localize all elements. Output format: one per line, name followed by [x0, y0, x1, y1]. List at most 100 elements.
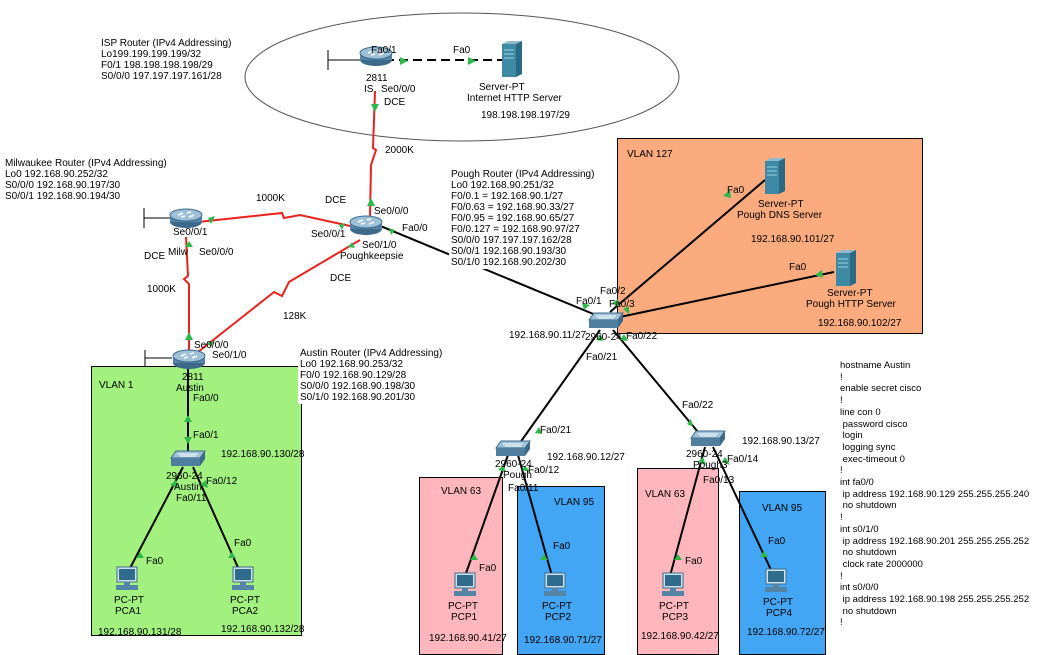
pcp3-type: PC-PT	[659, 601, 689, 612]
link-switch-http	[614, 271, 835, 319]
speed-label: 128K	[283, 311, 307, 322]
isp-router-icon[interactable]	[359, 45, 393, 67]
vlan95-label-left: VLAN 95	[554, 497, 595, 508]
pough1-switch-ip: 192.168.90.12/27	[547, 452, 625, 463]
isp-info-line: F0/1 198.198.198.198/29	[101, 60, 213, 71]
pough-switch-icon[interactable]	[588, 312, 624, 330]
config-line: exec-timeout 0	[840, 453, 905, 465]
link-milwaukee-pough	[197, 211, 351, 227]
config-line: int fa0/0	[840, 477, 874, 489]
http-server-type: Server-PT	[827, 288, 873, 299]
pcp2-pc-icon[interactable]	[542, 572, 568, 598]
dce-label: DCE	[325, 195, 347, 206]
config-line: ip address 192.168.90.198 255.255.255.25…	[840, 594, 1030, 606]
config-line: enable secret cisco	[840, 383, 922, 395]
internet-server-name: Internet HTTP Server	[467, 93, 562, 104]
link-p1-pcp1	[464, 454, 509, 577]
pcp3-pc-icon[interactable]	[660, 572, 686, 598]
config-line: !	[840, 395, 843, 407]
isp-router-name: IS	[364, 84, 374, 95]
pca2-pc-icon[interactable]	[230, 566, 256, 592]
vlan95-zone-left	[517, 486, 605, 655]
link-p1-pcp2	[517, 454, 553, 577]
austin-config-text: hostname Austin!enable secret cisco!line…	[840, 360, 1045, 630]
port-label: Fa0/13	[703, 475, 735, 486]
austin-switch-icon[interactable]	[170, 450, 206, 468]
http-server-icon[interactable]	[834, 249, 858, 287]
port-label: Se0/1/0	[362, 240, 397, 251]
port-label: Fa0/22	[682, 400, 714, 411]
austin-router-name: Austin	[176, 383, 204, 394]
pcp4-pc-icon[interactable]	[763, 568, 789, 594]
vlan63-label-left: VLAN 63	[441, 486, 482, 497]
link-p3-pcp3	[669, 446, 706, 577]
port-label: Fa0/0	[402, 223, 428, 234]
pough3-switch-name: Pough3	[693, 460, 728, 471]
link-switch-pough1	[516, 329, 601, 448]
austin-router-icon[interactable]	[172, 348, 206, 370]
port-label: Se0/0/1	[173, 227, 208, 238]
pough3-switch-icon[interactable]	[690, 430, 726, 448]
port-label: Fa0	[553, 541, 571, 552]
pough-switch-ip: 192.168.90.11/27	[509, 330, 587, 341]
internet-cloud-ellipse	[244, 12, 680, 142]
dce-label: DCE	[144, 251, 166, 262]
config-line: hostname Austin	[840, 360, 911, 371]
vlan63-zone-right	[637, 468, 719, 655]
vlan1-label: VLAN 1	[99, 380, 134, 391]
port-label: Fa0/0	[193, 393, 219, 404]
pough-router-icon[interactable]	[349, 214, 383, 236]
port-label: Fa0	[685, 556, 703, 567]
pca2-type: PC-PT	[230, 595, 260, 606]
port-label: Fa0	[727, 185, 745, 196]
milwaukee-router-icon[interactable]	[169, 207, 203, 229]
config-line: password cisco	[840, 418, 908, 430]
pcp1-ip: 192.168.90.41/27	[429, 633, 507, 644]
config-line: ip address 192.168.90.201 255.255.255.25…	[840, 535, 1030, 547]
port-label: Se0/0/0	[374, 206, 409, 217]
pough1-switch-name: Pough	[503, 470, 532, 481]
link-pough-switch	[377, 224, 604, 319]
pca1-pc-icon[interactable]	[114, 566, 140, 592]
pcp1-name: PCP1	[451, 612, 478, 623]
pough1-switch-icon[interactable]	[495, 440, 531, 458]
link-milwaukee-austin	[182, 236, 190, 350]
pcp1-pc-icon[interactable]	[452, 572, 478, 598]
link-p3-pcp4	[712, 446, 773, 573]
config-line: no shutdown	[840, 605, 897, 617]
config-line: logging sync	[840, 441, 896, 453]
isp-info-title: ISP Router (IPv4 Addressing)	[101, 38, 232, 49]
pough-info-line: S0/1/0 192.168.90.202/30	[451, 257, 567, 268]
austin-router-info: Austin Router (IPv4 Addressing) Lo0 192.…	[298, 347, 445, 404]
port-label: Fa0/1	[193, 430, 219, 441]
pca2-name: PCA2	[232, 606, 259, 617]
austin-info-line: Lo0 192.168.90.253/32	[300, 359, 403, 370]
internet-server-type: Server-PT	[479, 82, 525, 93]
pcp1-type: PC-PT	[448, 601, 478, 612]
austin-switch-ip: 192.168.90.130/28	[221, 449, 305, 460]
port-label: Fa0/12	[528, 465, 560, 476]
austin-info-line: F0/0 192.168.90.129/28	[300, 370, 407, 381]
internet-server-icon[interactable]	[500, 40, 524, 78]
port-label: Se0/0/0	[381, 84, 416, 95]
pough-info-line: F0/0.63 = 192.168.90.33/27	[451, 202, 575, 213]
config-line: !	[840, 371, 843, 383]
milwaukee-info-line: Lo0 192.168.90.252/32	[5, 169, 108, 180]
dns-server-icon[interactable]	[763, 157, 787, 195]
dns-server-name: Pough DNS Server	[737, 210, 823, 221]
port-label: Se0/0/0	[194, 340, 229, 351]
config-line: ip address 192.168.90.129 255.255.255.24…	[840, 488, 1030, 500]
port-label: Fa0/11	[508, 483, 539, 494]
vlan95-label-right: VLAN 95	[762, 503, 803, 514]
port-label: Se0/1/0	[212, 350, 247, 361]
pough1-switch-model: 2960-24	[495, 459, 532, 470]
config-line: login	[840, 430, 863, 442]
internet-server-ip: 198.198.198.197/29	[481, 110, 570, 121]
port-label: Fa0/14	[727, 454, 759, 465]
port-label: Fa0	[768, 536, 786, 547]
port-label: Fa0/1	[371, 45, 397, 56]
pcp4-type: PC-PT	[763, 597, 793, 608]
pcp4-name: PCP4	[766, 608, 793, 619]
pough3-switch-model: 2960-24	[686, 449, 723, 460]
config-line: no shutdown	[840, 500, 897, 512]
